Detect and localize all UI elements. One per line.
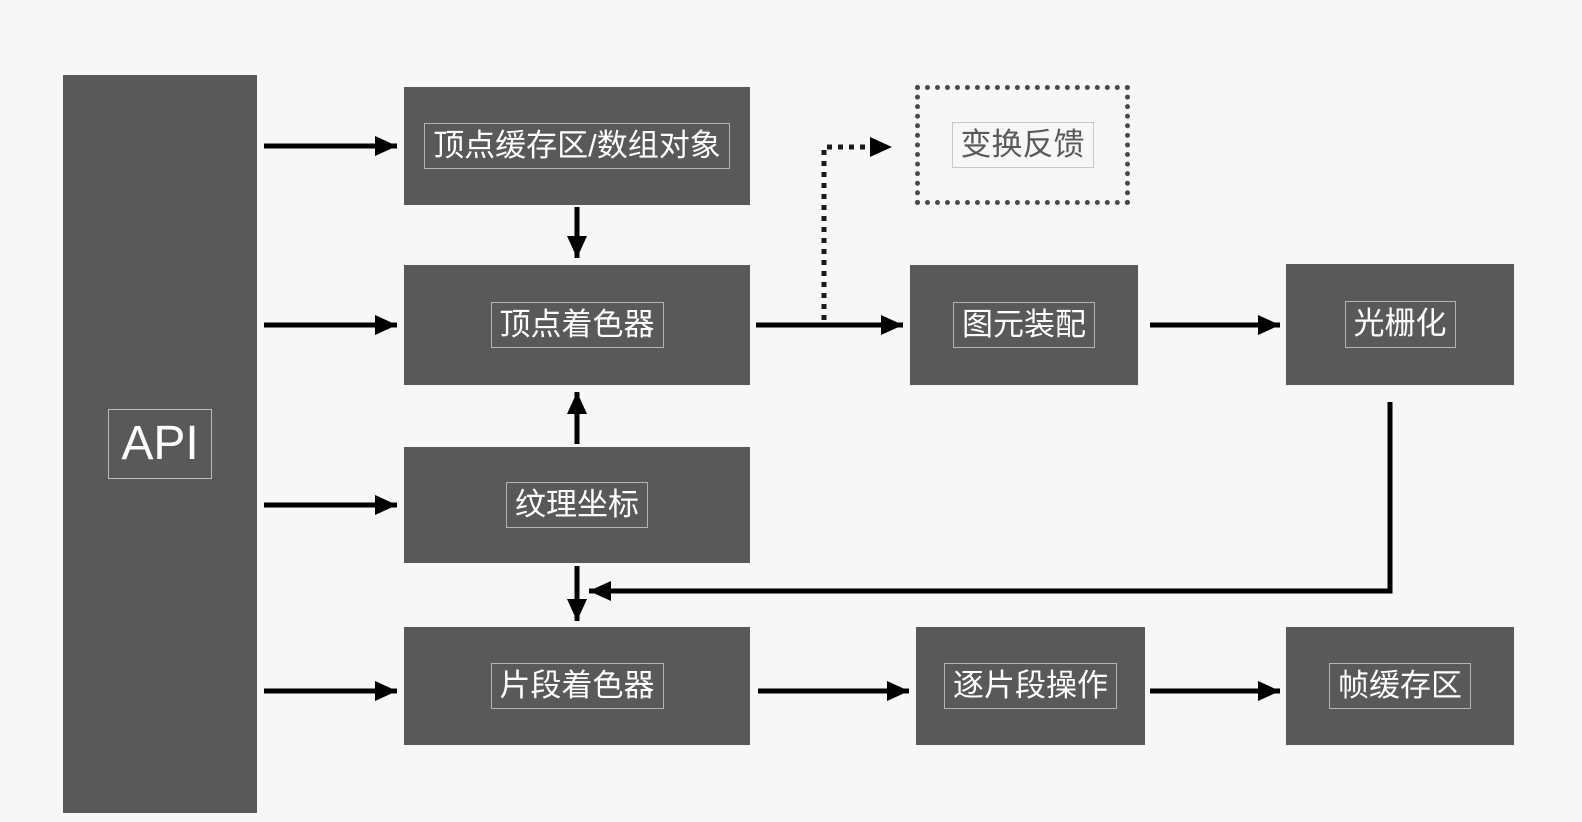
node-texture-coords-label: 纹理坐标 [506, 481, 648, 529]
node-primitive-assembly-label: 图元装配 [953, 301, 1095, 349]
node-primitive-assembly: 图元装配 [910, 265, 1138, 385]
node-vertex-buffer: 顶点缓存区/数组对象 [404, 87, 750, 205]
node-per-fragment-ops: 逐片段操作 [916, 627, 1145, 745]
node-framebuffer-label: 帧缓存区 [1329, 662, 1471, 710]
node-api-label: API [108, 409, 212, 479]
node-texture-coords: 纹理坐标 [404, 447, 750, 563]
node-framebuffer: 帧缓存区 [1286, 627, 1514, 745]
node-rasterization-label: 光栅化 [1344, 301, 1456, 348]
node-vertex-buffer-label: 顶点缓存区/数组对象 [424, 122, 730, 170]
node-api: API [63, 75, 257, 813]
node-per-fragment-ops-label: 逐片段操作 [944, 662, 1117, 710]
edge-vertex-shader-transform-feedback [821, 137, 892, 320]
node-vertex-shader-label: 顶点着色器 [490, 301, 664, 349]
node-transform-feedback-label: 变换反馈 [951, 121, 1094, 169]
node-rasterization: 光栅化 [1286, 264, 1514, 385]
node-fragment-shader-label: 片段着色器 [490, 662, 664, 710]
node-fragment-shader: 片段着色器 [404, 627, 750, 745]
node-transform-feedback: 变换反馈 [915, 85, 1130, 205]
node-vertex-shader: 顶点着色器 [404, 265, 750, 385]
